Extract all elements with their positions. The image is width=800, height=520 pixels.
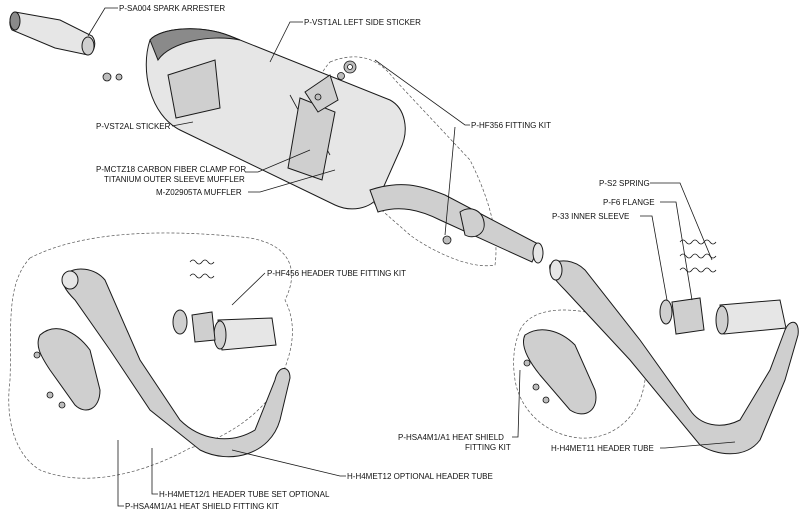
label-heat-shield-right-line1: P-HSA4M1/A1 HEAT SHIELD (398, 433, 504, 442)
label-hf356-kit: P-HF356 FITTING KIT (471, 121, 551, 130)
leader-s2-spring (650, 182, 713, 261)
label-spark-arrester: P-SA004 SPARK ARRESTER (119, 4, 225, 13)
h4met12-header-tube (61, 268, 291, 458)
leader-inner-sleeve (640, 215, 668, 301)
leader-clamp (245, 149, 311, 173)
leader-hf356 (374, 59, 470, 236)
label-heat-shield-left: P-HSA4M1/A1 HEAT SHIELD FITTING KIT (125, 502, 279, 511)
label-muffler: M-Z02905TA MUFFLER (156, 188, 242, 197)
muffler-body (145, 28, 406, 210)
h4met11-header-tube (549, 259, 799, 455)
muffler-bracket (304, 74, 339, 113)
p33-inner-sleeve (659, 299, 673, 325)
leader-muffler (248, 169, 336, 193)
leader-spark-arrester (87, 7, 118, 37)
leader-h4met12 (231, 449, 346, 477)
left-header-sleeve (213, 317, 277, 351)
leader-right-heat-shield (512, 369, 521, 438)
link-pipe-bracket (442, 208, 485, 245)
leader-h4met12-1 (151, 448, 158, 495)
right-header-sleeve (715, 299, 787, 335)
label-inner-sleeve: P-33 INNER SLEEVE (552, 212, 629, 221)
leader-vst2al (171, 121, 194, 127)
spark-arrester (9, 11, 96, 56)
label-clamp-line2: TITANIUM OUTER SLEEVE MUFFLER (104, 175, 245, 184)
spark-arrester-screws (102, 72, 123, 82)
left-heat-shield (33, 328, 101, 411)
hf456-springs (189, 259, 215, 279)
leader-h4met11 (660, 441, 736, 449)
label-h4met11: H-H4MET11 HEADER TUBE (551, 444, 654, 453)
link-pipe (369, 184, 544, 264)
leader-left-sticker (269, 21, 303, 63)
label-vst2al-sticker: P-VST2AL STICKER (96, 122, 171, 131)
optional-set-boundary (8, 232, 293, 479)
right-heat-shield (523, 329, 597, 415)
leader-hf456 (231, 272, 266, 306)
label-left-sticker: P-VST1AL LEFT SIDE STICKER (304, 18, 421, 27)
label-f6-flange: P-F6 FLANGE (603, 198, 655, 207)
hf356-kit-boundary (312, 56, 497, 267)
label-clamp-line1: P-MCTZ18 CARBON FIBER CLAMP FOR (96, 165, 246, 174)
label-h4met12: H-H4MET12 OPTIONAL HEADER TUBE (347, 472, 493, 481)
label-h4met12-1: H-H4MET12/1 HEADER TUBE SET OPTIONAL (159, 490, 330, 499)
leader-f6-flange (660, 201, 693, 301)
f6-flange (671, 297, 705, 335)
leader-left-heat-shield (117, 440, 124, 507)
hf456-flange-kit (172, 309, 216, 343)
label-hf456-kit: P-HF456 HEADER TUBE FITTING KIT (267, 269, 406, 278)
label-heat-shield-right-line2: FITTING KIT (465, 443, 511, 452)
hf356-hardware (337, 60, 357, 80)
label-s2-spring: P-S2 SPRING (599, 179, 650, 188)
